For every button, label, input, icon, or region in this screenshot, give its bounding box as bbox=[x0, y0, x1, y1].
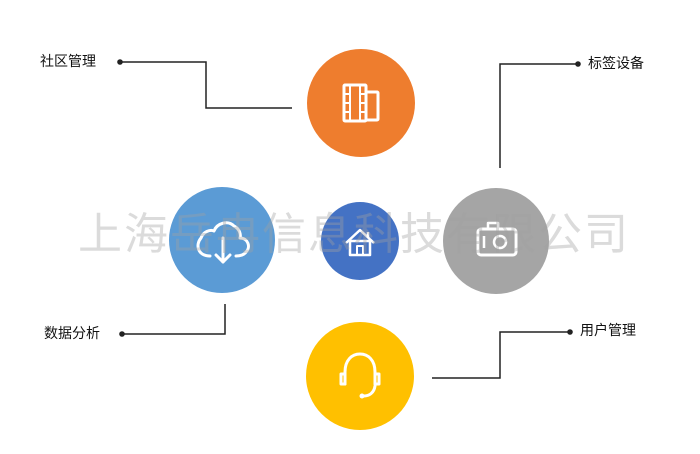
connector-dot-community bbox=[117, 59, 123, 65]
connector-user-mgmt bbox=[432, 331, 570, 379]
node-camera bbox=[443, 188, 549, 294]
cloud-download-icon bbox=[196, 221, 250, 264]
connector-dot-tag-device bbox=[575, 61, 581, 67]
label-data-analysis: 数据分析 bbox=[44, 326, 100, 342]
connector-tag-device bbox=[499, 63, 578, 168]
connector-data-analysis bbox=[122, 304, 226, 335]
film-strip-icon bbox=[342, 83, 380, 123]
node-headset bbox=[306, 322, 414, 430]
label-tag-device: 标签设备 bbox=[588, 56, 644, 72]
home-icon bbox=[345, 228, 375, 257]
camera-icon bbox=[476, 221, 518, 257]
watermark-text: 上海岳冉信息科技有限公司 bbox=[78, 209, 630, 260]
connector-dot-data-analysis bbox=[119, 331, 125, 337]
headset-icon bbox=[339, 352, 381, 399]
connector-community bbox=[120, 61, 292, 109]
label-community: 社区管理 bbox=[40, 54, 96, 70]
connector-dot-user-mgmt bbox=[567, 329, 573, 335]
label-user-mgmt: 用户管理 bbox=[580, 323, 636, 339]
